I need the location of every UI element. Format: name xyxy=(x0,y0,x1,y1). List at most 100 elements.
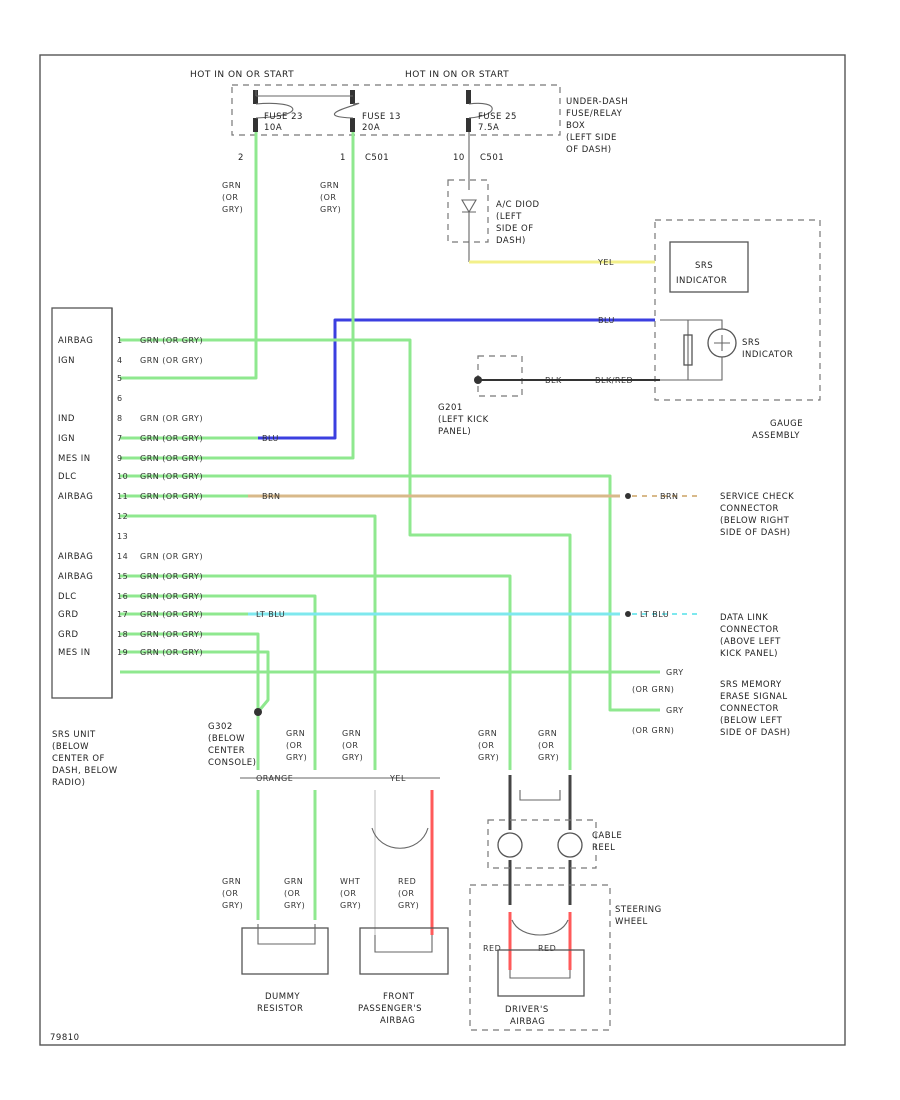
svg-text:A/C DIOD: A/C DIOD xyxy=(496,200,540,210)
srs-indicator-box-text2: INDICATOR xyxy=(676,276,727,286)
orange-label: ORANGE xyxy=(256,774,293,783)
srs-pin-wire-label: GRN (OR GRY) xyxy=(140,610,203,619)
blue-wire-label-right: BLU xyxy=(598,316,615,325)
svg-text:(OR: (OR xyxy=(286,741,302,750)
dummy-wire-label-a: GRN (OR GRY) xyxy=(222,877,243,910)
wire-green-fuse13 xyxy=(120,132,355,460)
srs-pin-function: AIRBAG xyxy=(58,492,93,502)
g302-ground-point xyxy=(254,708,262,716)
svg-text:PANEL): PANEL) xyxy=(438,427,471,437)
g201-blk-label: BLK xyxy=(545,376,562,385)
svg-text:DASH, BELOW: DASH, BELOW xyxy=(52,766,118,776)
fusebox-label: UNDER-DASH FUSE/RELAY BOX (LEFT SIDE OF … xyxy=(566,97,628,155)
service-check-label: SERVICE CHECK CONNECTOR (BELOW RIGHT SID… xyxy=(720,492,794,538)
pin13-wire-label: GRN (OR GRY) xyxy=(478,729,499,762)
gauge-assembly-outline xyxy=(654,219,821,401)
cable-reel-coil-right xyxy=(557,832,583,858)
wire-green-fuse23 xyxy=(120,132,258,380)
srs-pin-function: AIRBAG xyxy=(58,336,93,346)
wire-green-pin13 xyxy=(120,574,512,770)
svg-text:GRN: GRN xyxy=(222,877,241,886)
srs-pin-number: 15 xyxy=(117,572,128,581)
srs-indicator-box-text1: SRS xyxy=(695,261,713,271)
srs-pin-wire-label: GRN (OR GRY) xyxy=(140,434,203,443)
svg-text:CONNECTOR: CONNECTOR xyxy=(720,704,779,714)
srs-pin-number: 14 xyxy=(117,552,128,561)
srs-unit-label: SRS UNIT (BELOW CENTER OF DASH, BELOW RA… xyxy=(52,730,118,788)
c501-label: C501 xyxy=(365,153,389,163)
svg-text:SIDE OF DASH): SIDE OF DASH) xyxy=(720,728,791,738)
pin-10-label: 10 xyxy=(453,153,465,163)
svg-text:(OR: (OR xyxy=(478,741,494,750)
cable-reel-outline xyxy=(487,819,597,869)
svg-text:DATA LINK: DATA LINK xyxy=(720,613,768,623)
svg-text:RESISTOR: RESISTOR xyxy=(257,1004,303,1014)
svg-text:GAUGE: GAUGE xyxy=(770,419,803,429)
memory-gry-label-2: GRY xyxy=(666,706,684,715)
svg-text:BOX: BOX xyxy=(566,121,585,131)
srs-pin-number: 17 xyxy=(117,610,128,619)
memory-gry-label-1: GRY xyxy=(666,668,684,677)
diagram-frame xyxy=(39,54,846,1046)
svg-text:GRY): GRY) xyxy=(284,901,305,910)
srs-memory-label: SRS MEMORY ERASE SIGNAL CONNECTOR (BELOW… xyxy=(720,680,791,738)
svg-text:GRY): GRY) xyxy=(478,753,499,762)
srs-pin-function: GRD xyxy=(58,630,79,640)
steering-wheel-outline xyxy=(469,884,611,1031)
srs-pin-number: 5 xyxy=(117,374,123,383)
srs-pin-function: IGN xyxy=(58,434,75,444)
srs-pin-wire-label: GRN (OR GRY) xyxy=(140,592,203,601)
svg-text:GRN: GRN xyxy=(538,729,557,738)
g201-label: G201 (LEFT KICK PANEL) xyxy=(438,403,488,437)
fuse-25-label: FUSE 25 xyxy=(478,112,517,122)
svg-text:RED: RED xyxy=(398,877,416,886)
hot-label-right: HOT IN ON OR START xyxy=(405,70,509,80)
srs-indicator-label2: INDICATOR xyxy=(742,350,793,360)
svg-text:ERASE SIGNAL: ERASE SIGNAL xyxy=(720,692,788,702)
svg-text:AIRBAG: AIRBAG xyxy=(380,1016,415,1026)
blue-wire-label-left: BLU xyxy=(262,434,279,443)
yel-bottom-label: YEL xyxy=(389,774,406,783)
srs-pin-function: AIRBAG xyxy=(58,552,93,562)
dummy-wire-label-b: GRN (OR GRY) xyxy=(284,877,305,910)
srs-pin-function: AIRBAG xyxy=(58,572,93,582)
ltblu-wire-label: LT BLU xyxy=(256,610,285,619)
svg-text:CONNECTOR: CONNECTOR xyxy=(720,504,779,514)
fuse13-wire-label: GRN (OR GRY) xyxy=(320,181,341,214)
front-airbag-label: FRONT PASSENGER'S AIRBAG xyxy=(358,992,422,1026)
svg-text:GRY): GRY) xyxy=(398,901,419,910)
svg-text:GRY): GRY) xyxy=(286,753,307,762)
fuse-23-amp: 10A xyxy=(264,123,282,133)
svg-text:SIDE OF DASH): SIDE OF DASH) xyxy=(720,528,791,538)
svg-text:(ABOVE LEFT: (ABOVE LEFT xyxy=(720,637,781,647)
svg-text:GRN: GRN xyxy=(222,181,241,190)
svg-text:ASSEMBLY: ASSEMBLY xyxy=(752,431,800,441)
srs-pin-number: 6 xyxy=(117,394,123,403)
svg-text:SRS MEMORY: SRS MEMORY xyxy=(720,680,782,690)
srs-pin-function: MES IN xyxy=(58,648,91,658)
srs-pin-function: IGN xyxy=(58,356,75,366)
front-red-label: RED (OR GRY) xyxy=(398,877,419,910)
svg-text:UNDER-DASH: UNDER-DASH xyxy=(566,97,628,107)
srs-pin-number: 9 xyxy=(117,454,123,463)
svg-text:WHT: WHT xyxy=(340,877,360,886)
srs-pin-wire-label: GRN (OR GRY) xyxy=(140,454,203,463)
svg-text:(OR: (OR xyxy=(340,889,356,898)
svg-text:GRN: GRN xyxy=(342,729,361,738)
svg-text:SERVICE CHECK: SERVICE CHECK xyxy=(720,492,794,502)
cable-reel-label1: CABLE xyxy=(592,831,622,841)
ac-diode-symbol xyxy=(461,132,477,262)
svg-text:(LEFT: (LEFT xyxy=(496,212,522,222)
svg-text:(OR: (OR xyxy=(398,889,414,898)
c501b-label: C501 xyxy=(480,153,504,163)
pin-2-label: 2 xyxy=(238,153,244,163)
svg-text:GRN: GRN xyxy=(286,729,305,738)
wire-green-pin9 xyxy=(120,474,660,712)
driver-airbag-box xyxy=(497,949,585,997)
svg-text:(OR: (OR xyxy=(284,889,300,898)
yellow-wire-label: YEL xyxy=(597,258,614,267)
pin1-wire-label: GRN (OR GRY) xyxy=(538,729,559,762)
svg-text:DUMMY: DUMMY xyxy=(265,992,300,1002)
driver-shorting-bar-top xyxy=(519,790,561,801)
srs-pin-wire-label: GRN (OR GRY) xyxy=(140,630,203,639)
